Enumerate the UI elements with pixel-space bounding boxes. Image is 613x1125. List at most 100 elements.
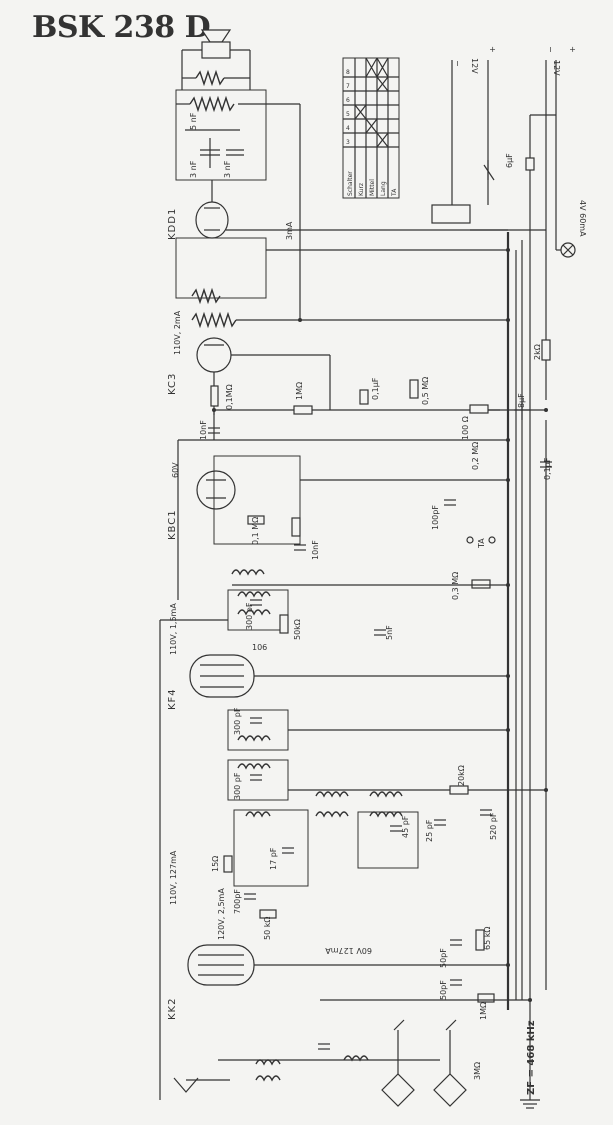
c-5nf-b-label: 5nF xyxy=(385,625,394,640)
kbc1-stage: 0,1 MΩ 10nF KBC1 60V 100pF TA 0,3 MΩ xyxy=(167,440,508,600)
switch-row-ta: TA xyxy=(391,188,398,197)
c-3nf-b-label: 3 nF xyxy=(223,160,232,178)
input-coil-b xyxy=(433,1073,467,1107)
tube-kdd1-label: KDD1 xyxy=(167,208,178,240)
r-50k xyxy=(279,614,289,634)
r-2k-label: 2kΩ xyxy=(533,344,542,360)
r-1m-b-label: 1MΩ xyxy=(479,1002,488,1020)
supply-plus-label: + xyxy=(488,46,497,53)
switch-col-3: 3 xyxy=(346,139,350,146)
switch-col-4: 4 xyxy=(346,125,350,132)
supply-minus-label: − xyxy=(453,60,462,67)
kc3-rating: 110V, 2mA xyxy=(173,310,182,355)
supply-terminals: − 12V + − 12V + 4V 60mA 6μF xyxy=(431,46,587,258)
pickup-jack-b xyxy=(488,536,496,544)
r-0-1m-kbc xyxy=(247,515,265,525)
c-6uf-label: 6μF xyxy=(505,153,514,168)
r-1m-b xyxy=(477,993,495,1003)
kc3-tube xyxy=(196,337,232,373)
tube-kf4-label: KF4 xyxy=(167,688,178,710)
input-coil-a xyxy=(381,1073,415,1107)
junctions xyxy=(212,248,548,1002)
tube-kk2-label: KK2 xyxy=(167,998,178,1020)
r-2k xyxy=(541,339,551,361)
switch-row-mittel: Mittel xyxy=(369,179,376,196)
switch-table-header: Schalter xyxy=(347,171,354,196)
r-20k-label: 20kΩ xyxy=(457,765,466,786)
pickup-jack-a xyxy=(466,536,474,544)
kc3-stage: 0,1MΩ KC3 110V, 2mA 1MΩ 0,1μF 0,5 MΩ 2kΩ… xyxy=(167,310,551,441)
r-65k xyxy=(475,929,485,951)
r-01kbc-label: 0,1 MΩ xyxy=(251,517,260,545)
c-300b-label: 300 pF xyxy=(233,707,242,735)
r-0-1m xyxy=(210,385,219,407)
power-switch xyxy=(431,204,471,224)
switch-table: Schalter Kurz Mittel Lang TA 8 7 6 5 4 3 xyxy=(342,57,400,199)
switch-col-5: 5 xyxy=(346,111,350,118)
c-25-label: 25 pF xyxy=(425,819,434,842)
lamp-label: 4V 60mA xyxy=(578,200,587,237)
c-17-label: 17 pF xyxy=(269,847,278,870)
c-300c-label: 300 pF xyxy=(233,772,242,800)
switch-row-lang: Lang xyxy=(380,181,387,196)
r-50k-b xyxy=(259,909,277,919)
switch-col-8: 8 xyxy=(346,69,350,76)
if-frequency-label: ZF = 468 kHz xyxy=(526,1020,537,1095)
r-20k xyxy=(449,785,469,795)
ta-label: TA xyxy=(477,538,486,549)
c-50a-label: 50pF xyxy=(439,948,448,968)
c-6uf xyxy=(525,157,535,171)
r-15ohm xyxy=(223,855,233,873)
c-300a-label: 300 pF xyxy=(245,602,254,630)
r-05-label: 0,5 MΩ xyxy=(421,377,430,405)
c-520-label: 520 pF xyxy=(489,812,498,840)
tube-kbc1-label: KBC1 xyxy=(167,509,178,540)
kk2-heater-label: 60V 127mA xyxy=(325,946,372,955)
r-50k-b-label: 50 kΩ xyxy=(263,917,272,940)
switch-row-kurz: Kurz xyxy=(358,183,365,196)
kk2-rating-b: 120V, 2,5mA xyxy=(217,888,226,940)
r-1m-label: 1MΩ xyxy=(295,382,304,400)
c-700-label: 700pF xyxy=(233,889,242,914)
speaker-transformer xyxy=(201,41,231,59)
c-50b-label: 50pF xyxy=(439,980,448,1000)
kbc1-rating: 60V xyxy=(171,462,180,478)
tube-kc3-label: KC3 xyxy=(167,373,178,395)
r-0-3m xyxy=(471,579,491,589)
c-0-1uf xyxy=(359,389,369,405)
antenna-input: ZF = 468 kHz 3MΩ xyxy=(173,1019,540,1109)
supply-plus2-label: + xyxy=(568,46,577,53)
c-45-label: 45 pF xyxy=(401,815,410,838)
r-100ohm xyxy=(469,404,489,414)
r-15-label: 15Ω xyxy=(211,856,220,872)
r-1m xyxy=(293,405,313,415)
kk2-rating-a: 110V, 127mA xyxy=(169,850,178,905)
c-3nf-a-label: 3 nF xyxy=(189,160,198,178)
supply-buses xyxy=(451,60,557,1050)
kdd1-current-label: 3mA xyxy=(285,221,294,240)
c-100pf-label: 100pF xyxy=(431,505,440,530)
switch-col-6: 6 xyxy=(346,97,350,104)
c-5nf-label: 5 nF xyxy=(189,112,198,130)
c-8uf-label: 8μF xyxy=(517,393,526,408)
diagram-title: BSK 238 D xyxy=(32,10,211,45)
r-0-5m xyxy=(409,379,419,399)
volume-pot xyxy=(291,517,301,537)
c-01-label: 0,1μF xyxy=(371,377,380,400)
c-01b-label: 0,1μF xyxy=(543,457,552,480)
antenna-icon xyxy=(173,1077,199,1093)
r-03-label: 0,3 MΩ xyxy=(451,572,460,600)
r-65k-label: 65 kΩ xyxy=(483,927,492,950)
supply-12v-b-label: 12V xyxy=(552,60,561,76)
supply-minus2-label: − xyxy=(546,46,555,53)
r-100-label: 100 Ω xyxy=(461,416,470,440)
kf4-106-label: 106 xyxy=(252,643,267,652)
c-10nf-b-label: 10nF xyxy=(311,540,320,560)
kdd1-output-stage: 5 nF 3 nF 3 nF KDD1 3mA xyxy=(167,29,546,320)
switch-col-7: 7 xyxy=(346,83,350,90)
kf4-stage: 300 pF 50kΩ 5nF KF4 110V, 1,5mA 106 300 … xyxy=(159,589,508,1100)
kk2-stage: 300 pF 20kΩ 17 pF 45 pF 25 pF 520 pF 15Ω… xyxy=(167,759,546,1020)
r-02-label: 0,2 MΩ xyxy=(471,442,480,470)
r-50k-label: 50kΩ xyxy=(293,619,302,640)
supply-12v-label: 12V xyxy=(470,58,479,74)
